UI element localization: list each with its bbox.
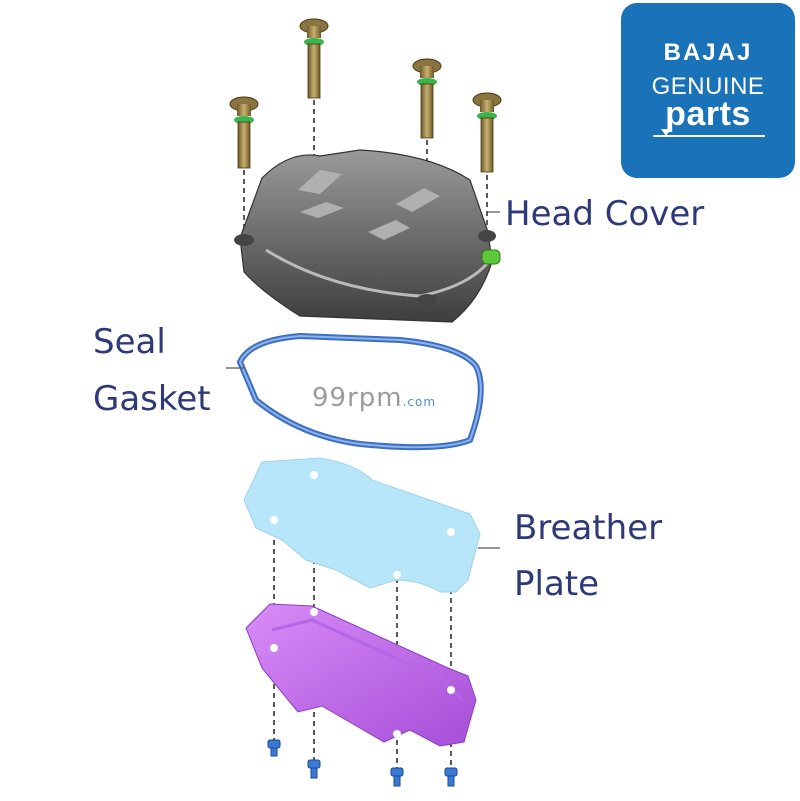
breather-label: Breather <box>514 508 663 548</box>
bolt-3 <box>412 58 442 139</box>
brand-line-1: BAJAJ <box>663 39 753 66</box>
seal-gasket-part <box>236 332 484 451</box>
watermark-main: 99rpm <box>312 383 403 413</box>
leader-lines <box>226 211 500 549</box>
watermark: 99rpm.com <box>312 383 436 413</box>
gasket-label: Gasket <box>93 379 211 419</box>
brand-underline <box>653 135 765 137</box>
bajaj-genuine-parts-logo: BAJAJ GENUINE parts <box>621 3 795 178</box>
screw-3 <box>390 767 404 787</box>
watermark-suffix: .com <box>402 395 437 409</box>
screw-1 <box>267 739 281 757</box>
brand-arrow-icon <box>661 129 671 136</box>
brand-line-3: parts <box>665 95 751 133</box>
brand-line-2: GENUINE <box>651 73 765 100</box>
screw-4 <box>444 767 458 787</box>
bolt-2 <box>299 18 329 99</box>
head-cover-part <box>234 149 501 323</box>
bolt-4 <box>472 92 502 173</box>
bolt-1 <box>229 96 259 169</box>
base-plate-part <box>245 603 477 747</box>
plate-label: Plate <box>514 564 600 604</box>
head-cover-label: Head Cover <box>505 194 705 234</box>
breather-plate-part <box>243 457 481 593</box>
seal-label: Seal <box>93 322 166 362</box>
screw-2 <box>307 759 321 779</box>
